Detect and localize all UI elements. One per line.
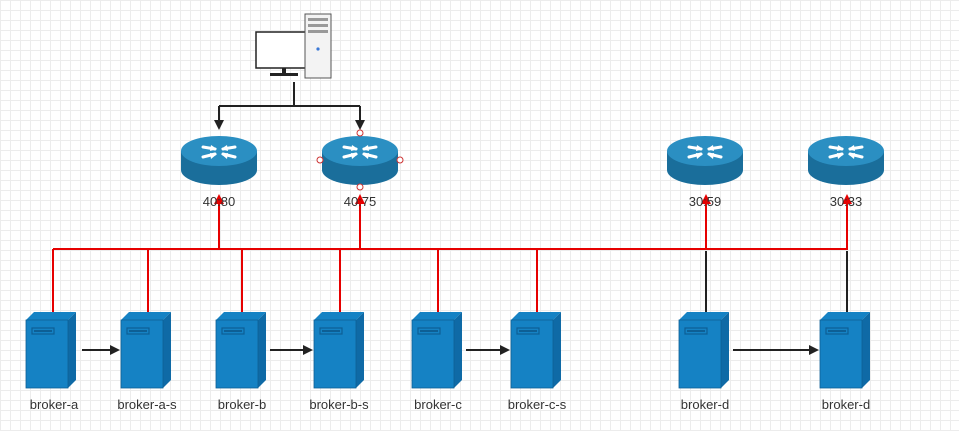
server-icon <box>25 311 77 389</box>
router-label: 30:59 <box>688 194 722 209</box>
red-bus-links <box>52 194 852 312</box>
server-icon <box>411 311 463 389</box>
router-label: 30:33 <box>829 194 863 209</box>
server-icon <box>215 311 267 389</box>
broker-label: broker-a-s <box>117 397 177 412</box>
router-icon <box>665 134 745 187</box>
broker-label: broker-d <box>680 397 730 412</box>
broker-label: broker-b-s <box>309 397 369 412</box>
router-icon <box>179 134 259 187</box>
broker-label: broker-d <box>821 397 871 412</box>
router-icon <box>320 134 400 187</box>
server-icon <box>313 311 365 389</box>
broker-label: broker-a <box>29 397 79 412</box>
server-icon <box>120 311 172 389</box>
broker-label: broker-b <box>217 397 267 412</box>
router-label: 40:80 <box>202 194 236 209</box>
router-icon <box>806 134 886 187</box>
black-links <box>705 251 848 312</box>
selection-handles[interactable] <box>316 129 404 191</box>
server-icon <box>819 311 871 389</box>
computer-links <box>214 82 365 130</box>
router-label: 40:75 <box>343 194 377 209</box>
broker-label: broker-c <box>414 397 462 412</box>
desktop-computer-icon <box>255 13 332 79</box>
broker-label: broker-c-s <box>507 397 567 412</box>
server-icon <box>678 311 730 389</box>
server-icon <box>510 311 562 389</box>
